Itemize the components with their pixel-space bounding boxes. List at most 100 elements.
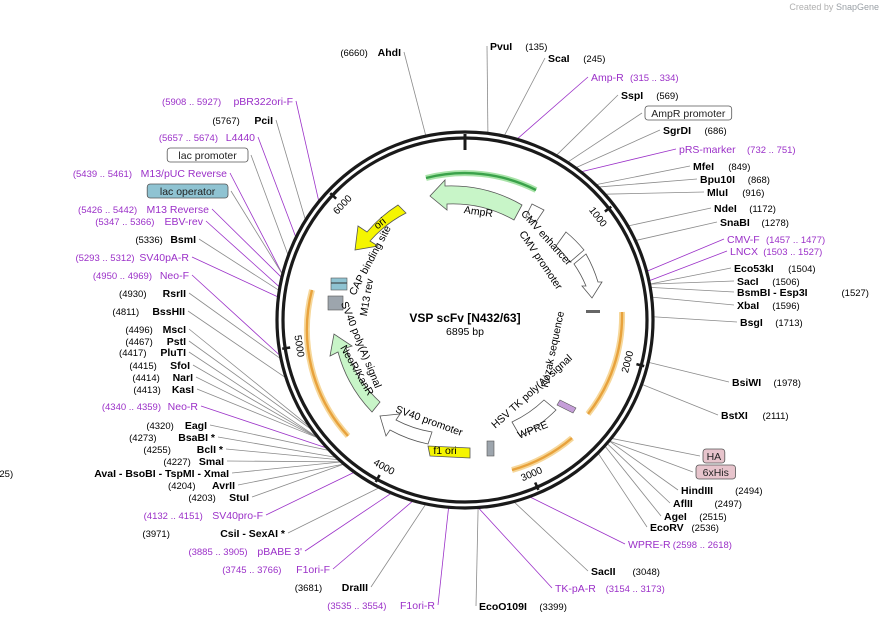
leader-line-bpu10i — [597, 178, 698, 188]
site-label-l4440[interactable]: L4440(5657 .. 5674) — [159, 132, 255, 144]
site-label-msci[interactable]: MscI(4496) — [125, 324, 186, 336]
site-label-ecorv[interactable]: EcoRV(2536) — [650, 522, 719, 534]
site-label-neo-f[interactable]: Neo-F(4950 .. 4969) — [93, 270, 189, 282]
site-label-bsshii[interactable]: BssHII(4811) — [112, 306, 185, 318]
leader-line-bstxi — [641, 383, 719, 416]
site-label-aflii[interactable]: AflII(2497) — [673, 498, 742, 510]
site-label-csii-sexai[interactable]: CsiI - SexAI *(3971) — [142, 528, 285, 540]
site-label-mlui[interactable]: MluI(916) — [707, 187, 764, 199]
sacii-position: (3048) — [633, 567, 660, 578]
leader-line-eco53ki — [649, 267, 732, 285]
site-label-bsmbi-esp3i[interactable]: BsmBI - Esp3I(1527) — [737, 287, 869, 299]
bsabi-position: (4273) — [129, 433, 156, 444]
avrii-name: AvrII — [212, 480, 235, 492]
site-label-bsmi[interactable]: BsmI(5336) — [135, 234, 196, 246]
site-label-psti[interactable]: PstI(4467) — [125, 336, 186, 348]
site-label-bcli[interactable]: BclI *(4255) — [143, 444, 223, 456]
site-label-kasi[interactable]: KasI(4413) — [133, 384, 194, 396]
site-label-pvui[interactable]: PvuI(135) — [490, 41, 547, 53]
snabi-position: (1278) — [762, 218, 789, 229]
site-label-wpre-r[interactable]: WPRE-R(2598 .. 2618) — [628, 539, 732, 551]
site-label-prs-marker[interactable]: pRS-marker(732 .. 751) — [679, 144, 796, 156]
site-label-ha[interactable]: HA — [702, 448, 726, 464]
leader-line-smai — [226, 460, 342, 463]
site-label-bsiwi[interactable]: BsiWI(1978) — [732, 377, 801, 389]
mlui-position: (916) — [742, 188, 764, 199]
site-label-pbr322ori-f[interactable]: pBR322ori-F(5908 .. 5927) — [162, 96, 293, 108]
leader-line-psti — [188, 340, 314, 431]
leader-line-sv40pro-f — [265, 471, 355, 516]
f1ori-r-name: F1ori-R — [400, 600, 435, 612]
site-label-neo-r[interactable]: Neo-R(4340 .. 4359) — [102, 401, 199, 413]
site-label-eagi[interactable]: EagI(4320) — [146, 420, 207, 432]
site-label-eco53ki[interactable]: Eco53kI(1504) — [734, 263, 816, 275]
site-label-lac-promoter[interactable]: lac promoter — [166, 147, 249, 163]
site-label-smai[interactable]: SmaI(4227) — [163, 456, 224, 468]
site-label-sv40pa-r[interactable]: SV40pA-R(5293 .. 5312) — [75, 252, 189, 264]
site-label-ebv-rev[interactable]: EBV-rev(5347 .. 5366) — [95, 216, 204, 228]
site-label-bpu10i[interactable]: Bpu10I(868) — [700, 174, 770, 186]
site-label-snabi[interactable]: SnaBI(1278) — [720, 217, 789, 229]
site-label-stui[interactable]: StuI(4203) — [188, 492, 249, 504]
leader-line-ecoo109i — [475, 507, 479, 607]
stui-name: StuI — [229, 492, 249, 504]
site-label-sgrdi[interactable]: SgrDI(686) — [663, 125, 727, 137]
leader-line-msci — [188, 328, 312, 429]
site-label-pluti[interactable]: PluTI(4417) — [119, 347, 186, 359]
site-label-saci[interactable]: SacI(1506) — [737, 276, 800, 288]
site-label-tk-pa-r[interactable]: TK-pA-R(3154 .. 3173) — [555, 583, 665, 595]
site-label-draiii[interactable]: DraIII(3681) — [295, 582, 368, 594]
site-label-pcii[interactable]: PciI(5767) — [212, 115, 273, 127]
site-label-hindiii[interactable]: HindIII(2494) — [681, 485, 763, 497]
site-label-ampr-promoter[interactable]: AmpR promoter — [644, 105, 733, 121]
sfoi-position: (4415) — [129, 361, 156, 372]
site-label-ndei[interactable]: NdeI(1172) — [714, 203, 776, 215]
neo-r-name: Neo-R — [168, 401, 199, 413]
site-label-sfoi[interactable]: SfoI(4415) — [129, 360, 190, 372]
site-label-lncx[interactable]: LNCX(1503 .. 1527) — [730, 246, 822, 258]
m13-reverse-position: (5426 .. 5442) — [78, 205, 137, 216]
site-label-mfei[interactable]: MfeI(849) — [693, 161, 750, 173]
site-label-avai-bsobi-tspmi-xmai[interactable]: AvaI - BsoBI - TspMI - XmaI(4225) — [0, 468, 229, 480]
pvui-name: PvuI — [490, 41, 512, 53]
site-label-f1ori-r[interactable]: F1ori-R(3535 .. 3554) — [327, 600, 435, 612]
feature-label-ampr: AmpR — [463, 204, 494, 220]
leader-line-bsmi — [198, 238, 280, 291]
hsv-tk-polya-marker — [556, 399, 577, 414]
site-label-scai[interactable]: ScaI(245) — [548, 53, 605, 65]
orange-arc-right-top-core — [587, 311, 624, 415]
site-label-lac-operator[interactable]: lac operator — [146, 183, 229, 199]
site-label-nari[interactable]: NarI(4414) — [132, 372, 193, 384]
site-label-bsgi[interactable]: BsgI(1713) — [740, 317, 803, 329]
site-label-agei[interactable]: AgeI(2515) — [664, 511, 727, 523]
site-label-bstxi[interactable]: BstXI(2111) — [721, 410, 789, 422]
site-label-pbabe-3[interactable]: pBABE 3'(3885 .. 3905) — [188, 546, 302, 558]
site-label-m13-puc-reverse[interactable]: M13/pUC Reverse(5439 .. 5461) — [73, 168, 227, 180]
site-label-m13-reverse[interactable]: M13 Reverse(5426 .. 5442) — [78, 204, 209, 216]
leader-line-pvui — [486, 45, 489, 134]
ha-box — [702, 448, 726, 464]
leader-line-ha — [611, 437, 701, 457]
leader-line-avrii — [237, 463, 345, 486]
site-label-bsabi[interactable]: BsaBI *(4273) — [129, 432, 216, 444]
tk-pa-r-position: (3154 .. 3173) — [606, 584, 665, 595]
tick-label-5000: 5000 — [291, 334, 305, 358]
site-label-rsrii[interactable]: RsrII(4930) — [119, 288, 186, 300]
leader-line-mfei — [595, 165, 691, 186]
csii-sexai-position: (3971) — [142, 529, 169, 540]
site-label-xbai[interactable]: XbaI(1596) — [737, 300, 800, 312]
site-label-sspi[interactable]: SspI(569) — [621, 90, 678, 102]
site-label-sacii[interactable]: SacII(3048) — [591, 566, 660, 578]
site-label-avrii[interactable]: AvrII(4204) — [168, 480, 235, 492]
site-label-sv40pro-f[interactable]: SV40pro-F(4132 .. 4151) — [144, 510, 263, 522]
site-label-6xhis[interactable]: 6xHis — [695, 464, 736, 480]
site-label-ecoo109i[interactable]: EcoO109I(3399) — [479, 601, 567, 613]
ampr-feature-arrow — [429, 178, 523, 221]
site-label-f1ori-f[interactable]: F1ori-F(3745 .. 3766) — [222, 564, 330, 576]
site-label-cmv-f[interactable]: CMV-F(1457 .. 1477) — [727, 234, 825, 246]
leader-line-saci — [649, 280, 735, 285]
xbai-name: XbaI — [737, 300, 759, 312]
site-label-ahdi[interactable]: AhdI(6660) — [340, 47, 401, 59]
bsiwi-name: BsiWI — [732, 377, 761, 389]
site-label-amp-r[interactable]: Amp-R(315 .. 334) — [591, 72, 679, 84]
